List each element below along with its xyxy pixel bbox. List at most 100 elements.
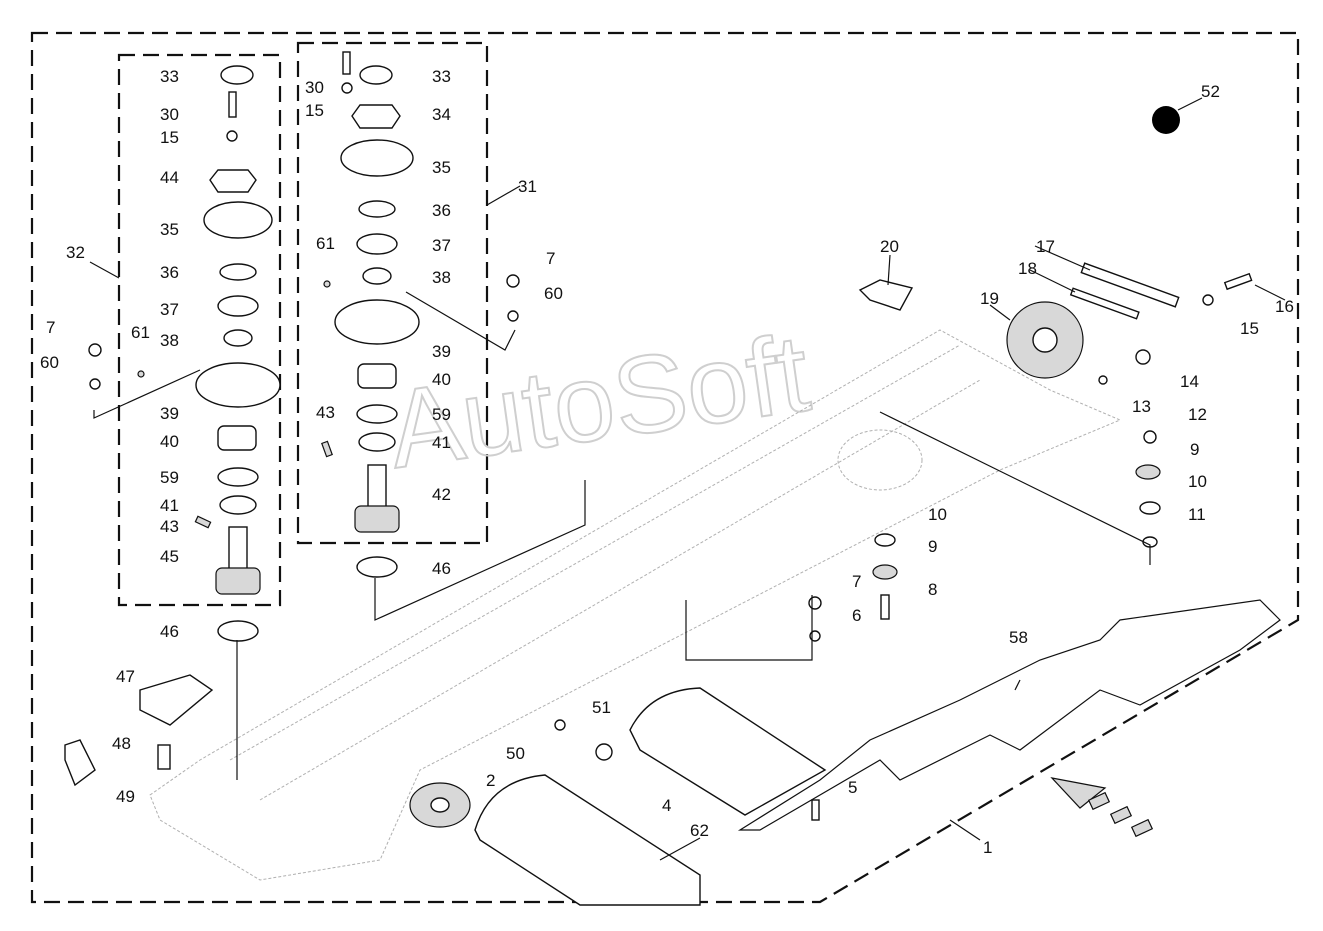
cap-49: [64, 739, 96, 787]
callout-37-right: 37: [432, 236, 451, 255]
washer-15-right: [341, 82, 353, 94]
callout-15-right: 15: [305, 101, 324, 120]
callout-47: 47: [116, 667, 135, 686]
flange-35-right: [340, 139, 414, 177]
callout-60-right: 60: [544, 284, 563, 303]
callout-62: 62: [690, 821, 709, 840]
arrow-tile-1: [1087, 791, 1111, 811]
callout-58: 58: [1009, 628, 1028, 647]
assembly-box-31: [296, 41, 489, 545]
deflector-47: [139, 674, 214, 726]
washer-15-left: [226, 130, 238, 142]
callout-61-right: 61: [316, 234, 335, 253]
callout-50: 50: [506, 744, 525, 763]
callout-19: 19: [980, 289, 999, 308]
gear-2-hub: [430, 797, 450, 813]
callout-15-left: 15: [160, 128, 179, 147]
callout-35-left: 35: [160, 220, 179, 239]
bolt-8: [880, 594, 890, 620]
callout-14: 14: [1180, 372, 1199, 391]
key-43-right: [321, 440, 333, 458]
callout-30-right: 30: [305, 78, 324, 97]
callout-37-left: 37: [160, 300, 179, 319]
callout-41-right: 41: [432, 433, 451, 452]
callout-52: 52: [1201, 82, 1220, 101]
nut-7-left: [88, 343, 102, 357]
pinion-45: [215, 567, 261, 595]
callout-17: 17: [1036, 237, 1055, 256]
callout-43-right: 43: [316, 403, 335, 422]
watermark-text: AutoSoft: [381, 311, 816, 492]
callout-7-right: 7: [546, 249, 555, 268]
callout-59-right: 59: [432, 405, 451, 424]
bolt-5: [811, 799, 820, 821]
key-43-left: [194, 515, 212, 529]
callout-33-right: 33: [432, 67, 451, 86]
callout-59-left: 59: [160, 468, 179, 487]
rail-17: [1080, 262, 1180, 308]
callout-20: 20: [880, 237, 899, 256]
pin-61-right: [323, 280, 331, 288]
ring-38-left: [223, 329, 253, 347]
callout-11: 11: [1188, 505, 1206, 524]
plug-51: [595, 743, 613, 761]
pinion-42: [354, 505, 400, 533]
callout-43-left: 43: [160, 517, 179, 536]
callout-31: 31: [518, 177, 537, 196]
callout-5: 5: [848, 778, 857, 797]
cover-plate-62: [474, 774, 701, 906]
callout-40-left: 40: [160, 432, 179, 451]
ring-37-right: [356, 233, 398, 255]
callout-35-right: 35: [432, 158, 451, 177]
nut-7-right: [506, 274, 520, 288]
callout-45: 45: [160, 547, 179, 566]
washer-36-left: [219, 263, 257, 281]
callout-34: 34: [432, 105, 451, 124]
outer-dashed-frame: [30, 31, 1300, 904]
leader-lines: [89, 97, 1286, 861]
washer-50: [554, 719, 566, 731]
washer-36-right: [358, 200, 396, 218]
callout-42: 42: [432, 485, 451, 504]
bolt-30-right: [342, 51, 351, 75]
washer-15-top: [1202, 294, 1214, 306]
washer-9-right: [1135, 464, 1161, 480]
callout-32: 32: [66, 243, 85, 262]
callout-41-left: 41: [160, 496, 179, 515]
bolt-30-left: [228, 91, 237, 118]
washer-60-right: [507, 310, 519, 322]
hub-39-right: [334, 299, 420, 345]
nut-44: [209, 169, 257, 193]
nut-12: [1143, 430, 1157, 444]
washer-9-mid: [872, 564, 898, 580]
callout-7-left: 7: [46, 318, 55, 337]
callout-6: 6: [852, 606, 861, 625]
callout-36-left: 36: [160, 263, 179, 282]
ring-41-right: [358, 432, 396, 452]
bolt-16: [1223, 272, 1253, 291]
nut-34: [351, 104, 401, 129]
skid-plate-58: [737, 599, 1281, 831]
flange-35-left: [203, 201, 273, 239]
callout-60-left: 60: [40, 353, 59, 372]
callout-36-right: 36: [432, 201, 451, 220]
callout-46-left: 46: [160, 622, 179, 641]
ring-10-mid: [874, 533, 896, 547]
bearing-40-right: [357, 363, 397, 389]
marker-dot-52: [1152, 106, 1180, 134]
callout-9-mid: 9: [928, 537, 937, 556]
nut-14: [1135, 349, 1151, 365]
o-ring-46-left: [217, 620, 259, 642]
ring-10-right: [1139, 501, 1161, 515]
ring-38-right: [362, 267, 392, 285]
cover-plate-4: [629, 687, 827, 816]
callout-40-right: 40: [432, 370, 451, 389]
ring-41-left: [219, 495, 257, 515]
callout-39-left: 39: [160, 404, 179, 423]
callout-51: 51: [592, 698, 611, 717]
o-ring-46-right: [356, 556, 398, 578]
strip-18: [1069, 287, 1140, 320]
ring-33-left: [220, 65, 254, 85]
nut-7-mid: [808, 596, 822, 610]
